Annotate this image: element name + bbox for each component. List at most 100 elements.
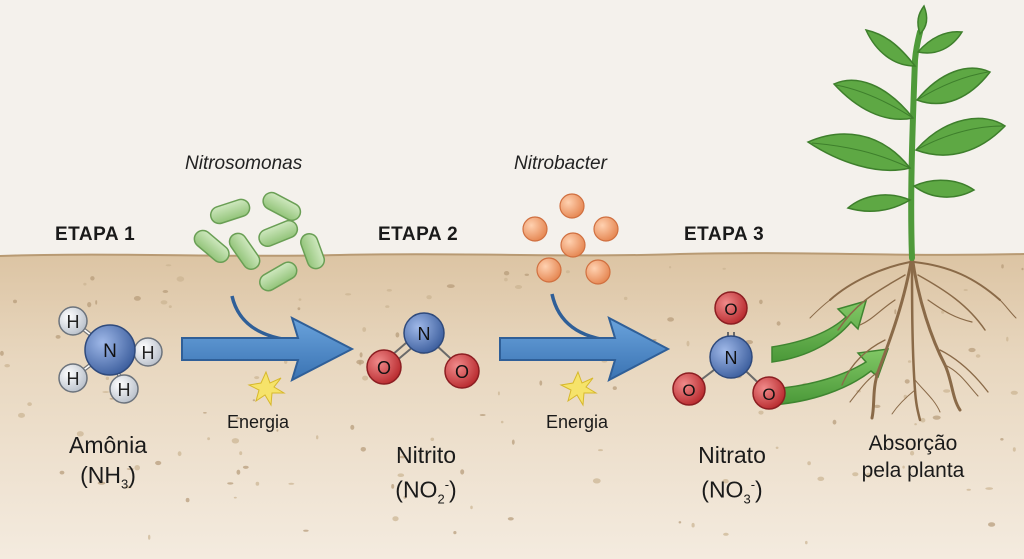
soil-speck [95,300,98,305]
soil-speck [133,296,141,301]
absorption-line-2: pela planta [861,459,965,482]
soil-speck [479,414,486,416]
soil-speck [601,360,608,363]
soil-speck [97,481,106,485]
soil-speck [722,479,729,484]
soil-speck [177,451,182,457]
soil-speck [667,317,674,322]
soil-speck [27,402,32,406]
atom-label: H [67,369,80,389]
soil-speck [988,522,996,527]
soil-speck [1006,336,1009,342]
soil-speck [236,417,241,420]
atom-label: O [377,358,391,378]
soil-speck [963,289,968,291]
energy-label-1: Energia [227,412,290,432]
compound-name: Amônia [69,432,147,458]
soil-speck [598,449,603,452]
soil-speck [722,267,726,270]
soil-speck [524,273,529,276]
compound-label-ammonia: Amônia (NH3) [48,430,168,500]
oxygen-atom [366,349,402,385]
soil-speck [345,293,352,296]
soil-speck [55,335,61,339]
soil-speck [943,389,951,393]
soil-speck [497,391,500,396]
atom-label: H [67,312,80,332]
soil-speck [500,420,504,424]
oxygen-atom [714,291,748,325]
nitrite-molecule: N O O [366,312,480,389]
absorption-line-1: Absorção [868,432,958,455]
soil-speck [124,485,132,489]
plant-shoot [806,4,1007,261]
soil-speck [568,422,572,426]
hydrogen-atom [109,374,139,404]
soil-speck [592,478,601,484]
soil-speck [511,439,515,445]
soil-speck [430,437,435,441]
soil-speck [83,282,87,286]
soil-speck [207,437,211,441]
compound-formula: (NH3) [80,462,136,492]
soil-speck [239,451,243,456]
soil-speck [391,484,395,489]
soil-speck [873,404,881,408]
soil-speck [446,284,455,288]
soil-speck [155,460,162,466]
soil-speck [1021,267,1024,271]
soil-speck [460,469,465,475]
soil-speck [18,412,25,418]
soil-speck [356,359,365,365]
soil-speck [162,290,169,293]
soil-speck [399,455,407,459]
soil-speck [185,497,190,503]
oxygen-atom [444,353,480,389]
soil-speck [686,340,690,347]
soil-speck [565,270,570,274]
soil-speck [623,296,628,301]
soil-speck [252,399,256,402]
soil-speck [236,469,241,475]
soil-speck [914,423,917,426]
soil-speck [227,482,234,485]
soil-speck [360,447,366,452]
hydrogen-atom [58,363,88,393]
soil-speck [0,350,4,356]
soil-speck [288,482,295,485]
soil-speck [134,465,140,471]
absorption-label: Absorção pela planta [848,430,978,484]
soil-speck [920,417,926,423]
soil-speck [362,327,367,332]
soil-speck [453,531,457,535]
soil-speck [1000,438,1004,441]
soil-speck [507,517,514,521]
energy-spark-icon-2 [559,370,598,407]
soil-speck [359,352,363,358]
compound-name: Nitrito [395,442,457,468]
soil-speck [866,472,872,478]
soil-speck [362,375,369,381]
soil-speck [941,310,945,314]
soil-speck [90,276,95,281]
nitrogen-atom [84,324,136,376]
step-label-2: ETAPA 2 [378,224,459,245]
soil-speck [316,435,319,440]
soil-speck [817,476,825,481]
soil-speck [397,473,405,478]
soil-speck [242,465,249,469]
nitrogen-atom [403,312,445,354]
soil-speck [426,295,432,300]
soil-speck [612,386,617,390]
soil-speck [968,347,976,353]
soil-speck [168,305,172,308]
soil-speck [165,264,172,267]
soil-speck [303,529,309,532]
soil-speck [392,516,399,522]
atom-label: H [142,343,155,363]
soil-speck [203,412,207,414]
soil-speck [832,419,837,425]
nitrogen-atom [709,335,753,379]
soil-speck [350,424,355,430]
